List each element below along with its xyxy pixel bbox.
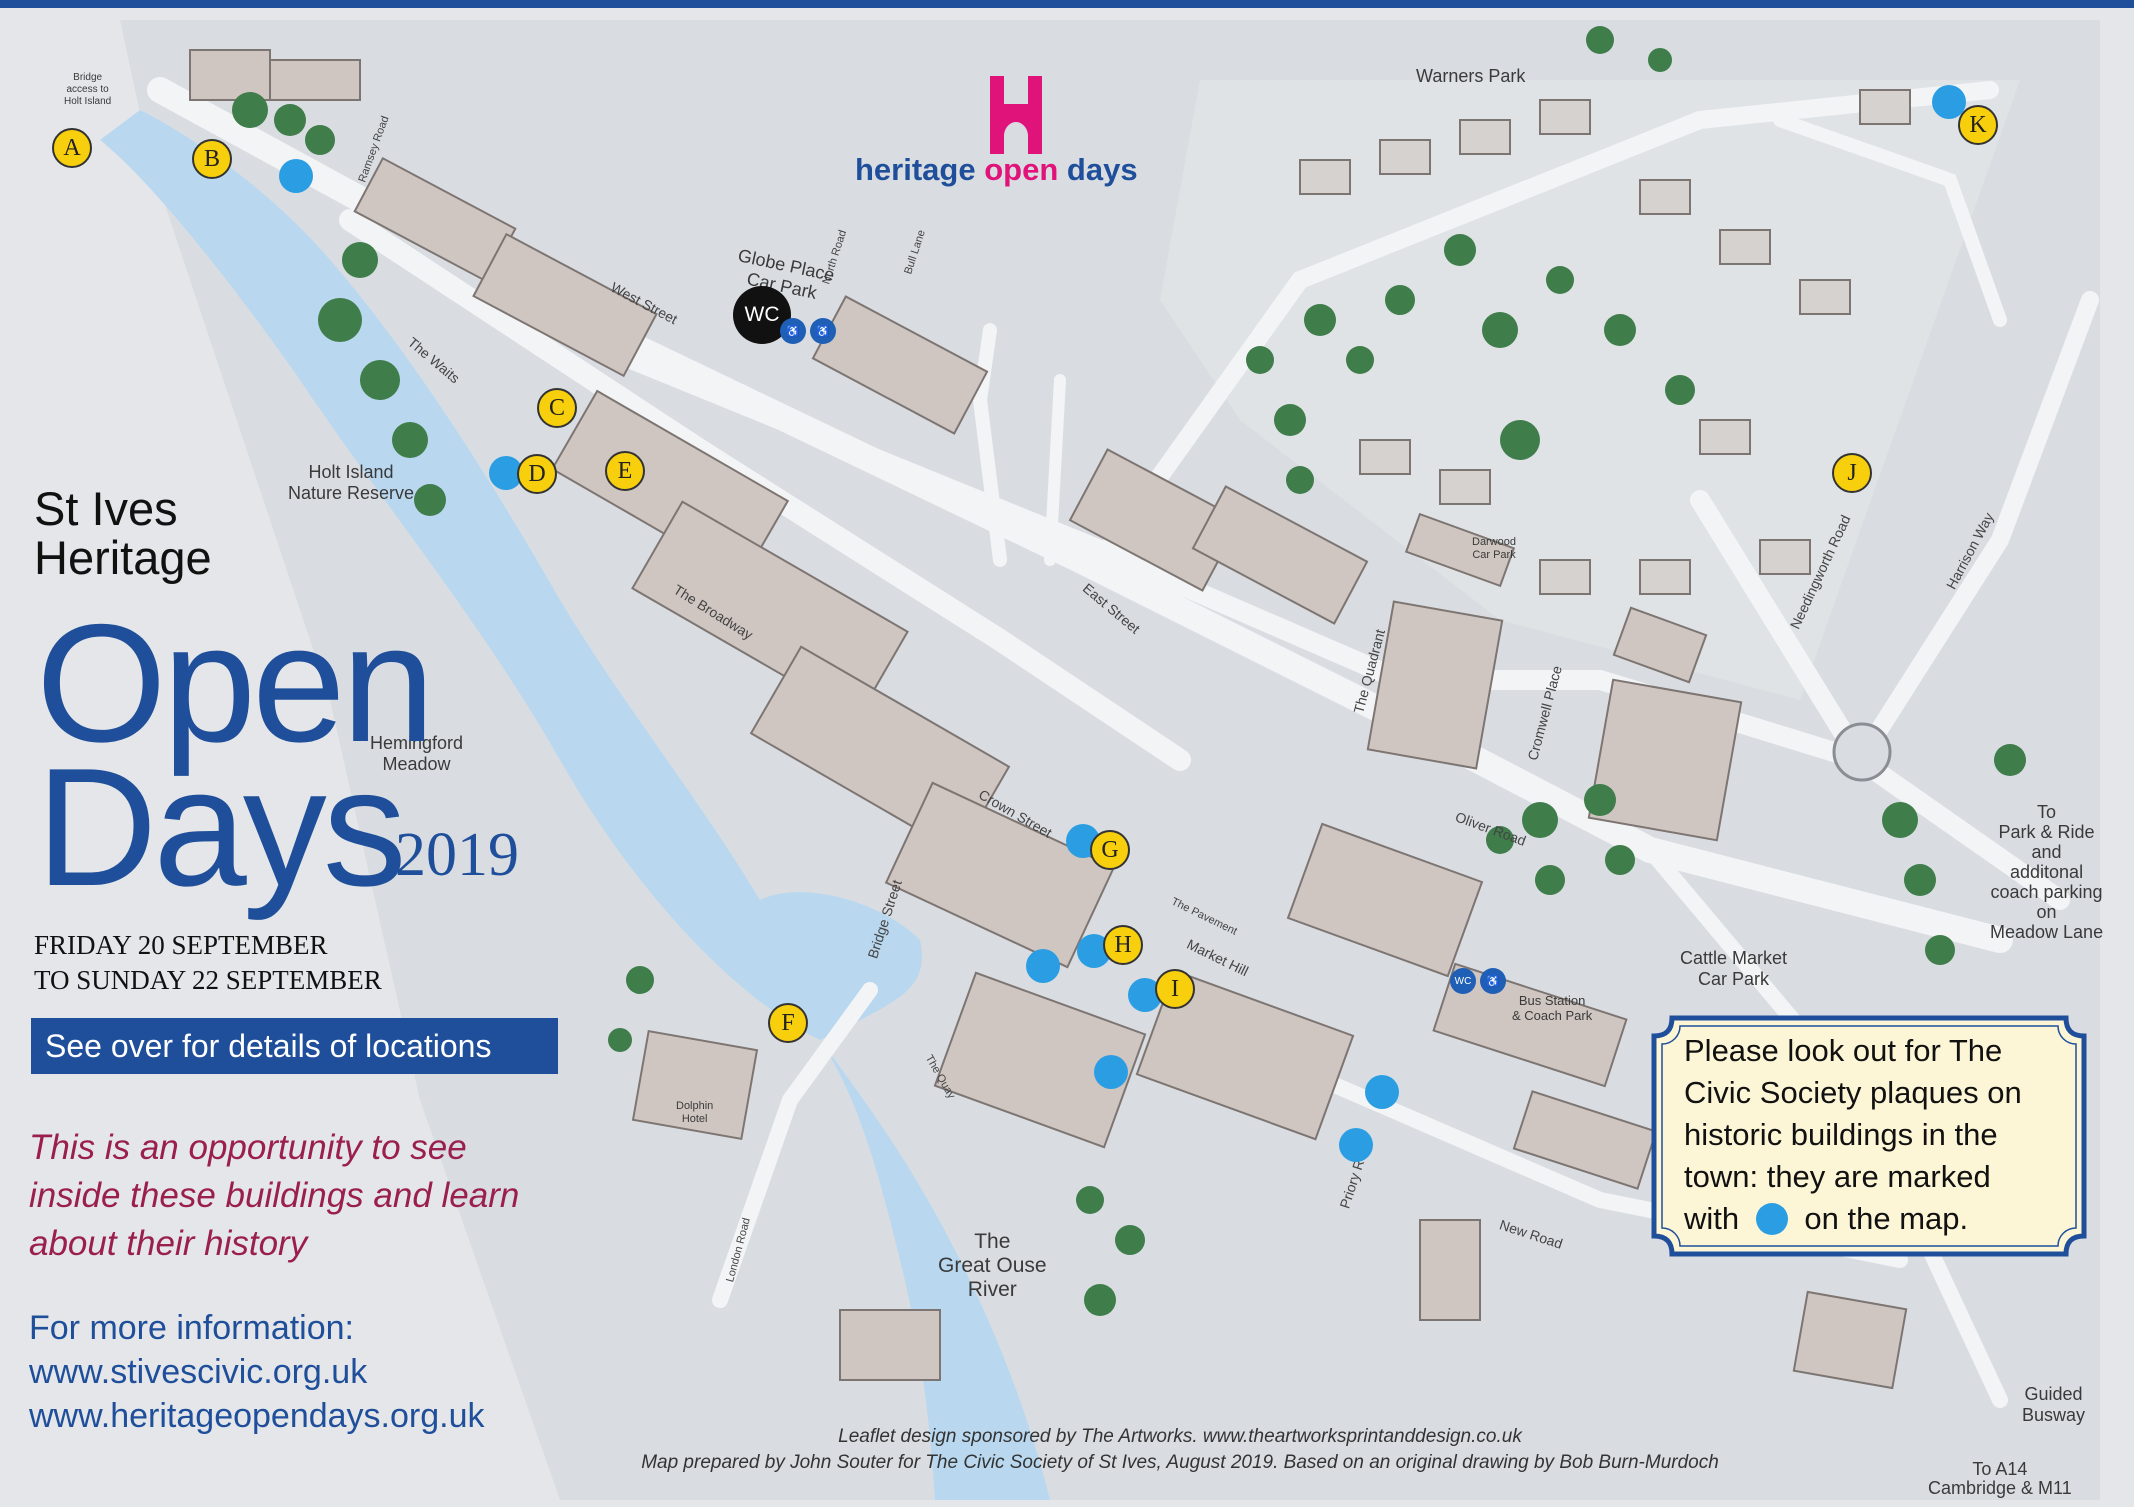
link-heritageopendays[interactable]: www.heritageopendays.org.uk xyxy=(29,1397,485,1435)
wheelchair-access-icon: ♿ xyxy=(780,318,806,344)
tagline: This is an opportunity to see inside the… xyxy=(29,1128,520,1263)
plaque-marker-icon xyxy=(1365,1075,1399,1109)
logo-word-open: open xyxy=(984,152,1059,187)
plaque-marker-icon xyxy=(279,159,313,193)
plaque-callout-box xyxy=(1651,1015,2087,1257)
label-park-and-ride: To Park & Ride and additonal coach parki… xyxy=(1990,802,2104,942)
tree-clusters xyxy=(232,26,2058,1316)
location-marker-h[interactable]: H xyxy=(1103,925,1143,965)
heritage-open-days-logo-icon xyxy=(990,76,1042,154)
river xyxy=(100,110,1050,1500)
plaque-marker-icon xyxy=(1339,1128,1373,1162)
more-info-heading: For more information: xyxy=(29,1309,354,1347)
label-warners-park: Warners Park xyxy=(1416,66,1526,86)
wheelchair-access-icon-2: ♿ xyxy=(810,318,836,344)
location-marker-b[interactable]: B xyxy=(192,139,232,179)
link-stivescivic[interactable]: www.stivescivic.org.uk xyxy=(29,1353,368,1391)
heritage-open-days-logo: heritage open days xyxy=(855,152,1138,188)
label-great-ouse-river: The Great Ouse River xyxy=(938,1230,1047,1302)
label-darwood-car-park: Darwood Car Park xyxy=(1472,536,1517,561)
page-title: St Ives Heritage xyxy=(34,482,212,584)
building-blocks xyxy=(189,49,1908,1390)
plaque-marker-icon xyxy=(1094,1055,1128,1089)
label-bridge-holt-island: Bridge access to Holt Island xyxy=(64,72,112,107)
label-guided-busway: Guided Busway xyxy=(2022,1384,2086,1425)
plaque-marker-icon xyxy=(1026,949,1060,983)
top-accent-bar xyxy=(0,0,2134,8)
title-open: Open xyxy=(36,589,435,777)
location-marker-g[interactable]: G xyxy=(1090,830,1130,870)
label-dolphin-hotel: Dolphin Hotel xyxy=(676,1100,714,1125)
location-marker-d[interactable]: D xyxy=(517,454,557,494)
event-dates: FRIDAY 20 SEPTEMBER TO SUNDAY 22 SEPTEMB… xyxy=(34,930,382,995)
credits: Leaflet design sponsored by The Artworks… xyxy=(641,1426,1719,1473)
plaque-callout-text: Please look out for The Civic Society pl… xyxy=(1684,1033,2022,1236)
location-marker-k[interactable]: K xyxy=(1958,105,1998,145)
location-marker-i[interactable]: I xyxy=(1155,969,1195,1009)
label-holt-island: Holt Island Nature Reserve xyxy=(288,462,415,503)
residential-houses xyxy=(1299,89,1911,595)
wheelchair-access-bus-icon: ♿ xyxy=(1480,968,1506,994)
label-hemingford-meadow: Hemingford Meadow xyxy=(370,733,464,774)
title-days: Days xyxy=(36,733,407,921)
roundabout xyxy=(1832,722,1892,782)
location-marker-e[interactable]: E xyxy=(605,451,645,491)
location-marker-c[interactable]: C xyxy=(537,388,577,428)
label-cattle-market-car-park: Cattle Market Car Park xyxy=(1680,948,1788,989)
location-marker-f[interactable]: F xyxy=(768,1003,808,1043)
title-year: 2019 xyxy=(395,821,519,889)
logo-word-days: days xyxy=(1066,152,1138,187)
label-a14-cambridge: To A14 Cambridge & M11 xyxy=(1928,1459,2072,1498)
location-marker-a[interactable]: A xyxy=(52,128,92,168)
logo-word-heritage: heritage xyxy=(855,152,976,187)
see-over-banner: See over for details of locations xyxy=(31,1018,558,1074)
more-info: For more information: www.stivescivic.or… xyxy=(29,1306,485,1438)
plaque-legend-icon xyxy=(1755,1203,1788,1235)
wc-bus-station-icon: WC xyxy=(1450,968,1476,994)
location-marker-j[interactable]: J xyxy=(1832,453,1872,493)
label-bus-station: Bus Station & Coach Park xyxy=(1512,993,1593,1023)
